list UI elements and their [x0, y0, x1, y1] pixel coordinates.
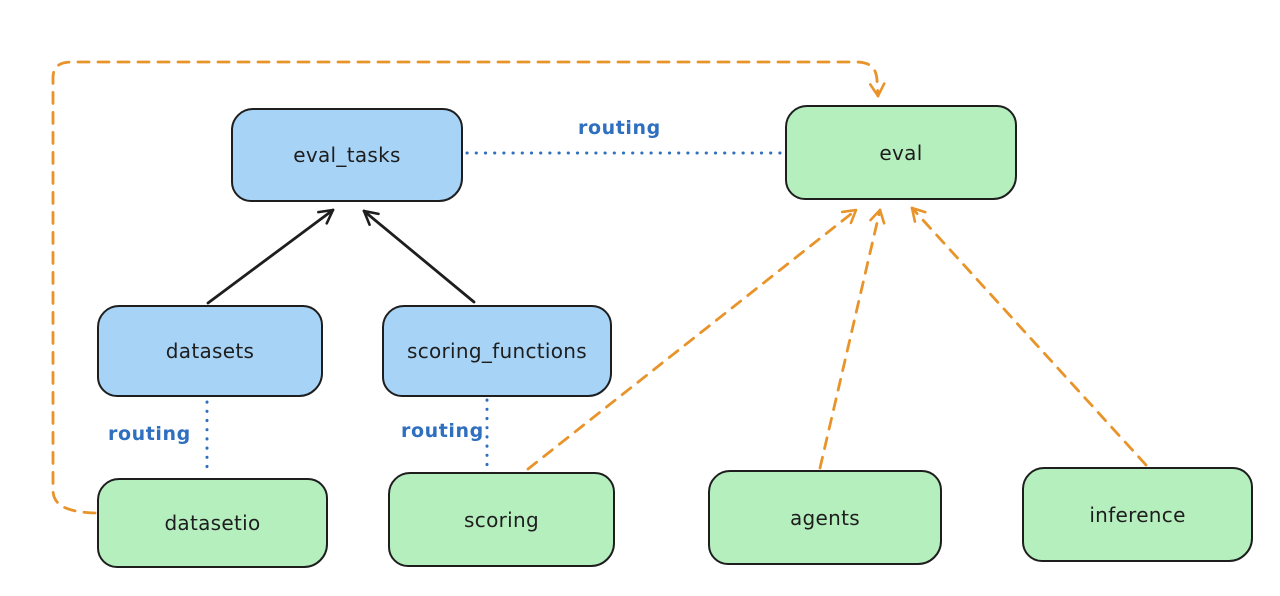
node-datasets-label: datasets [165, 339, 255, 363]
node-datasets: datasets [97, 305, 323, 397]
edge-scoring_functions-to-eval_tasks [362, 209, 476, 304]
edge-inference-to-eval [910, 206, 1148, 467]
node-scoring-functions-label: scoring_functions [406, 339, 588, 363]
node-eval-tasks-label: eval_tasks [293, 143, 401, 167]
node-inference: inference [1022, 467, 1253, 562]
node-agents-label: agents [790, 505, 860, 530]
node-eval-tasks: eval_tasks [231, 108, 463, 202]
node-eval: eval [785, 105, 1017, 200]
edge-datasetio-to-eval [51, 60, 886, 515]
edge-datasets-to-eval_tasks [206, 208, 335, 305]
node-scoring: scoring [388, 472, 615, 567]
edge-label-routing-left: routing [108, 423, 191, 445]
node-scoring-functions: scoring_functions [382, 305, 612, 397]
node-datasetio: datasetio [97, 478, 328, 568]
node-inference-label: inference [1089, 502, 1186, 527]
edge-label-routing-top: routing [578, 117, 661, 139]
node-eval-label: eval [879, 140, 923, 165]
edge-label-routing-middle: routing [401, 420, 484, 442]
node-scoring-label: scoring [464, 507, 539, 532]
node-datasetio-label: datasetio [164, 511, 261, 535]
edge-agents-to-eval [818, 208, 886, 470]
node-agents: agents [708, 470, 942, 565]
